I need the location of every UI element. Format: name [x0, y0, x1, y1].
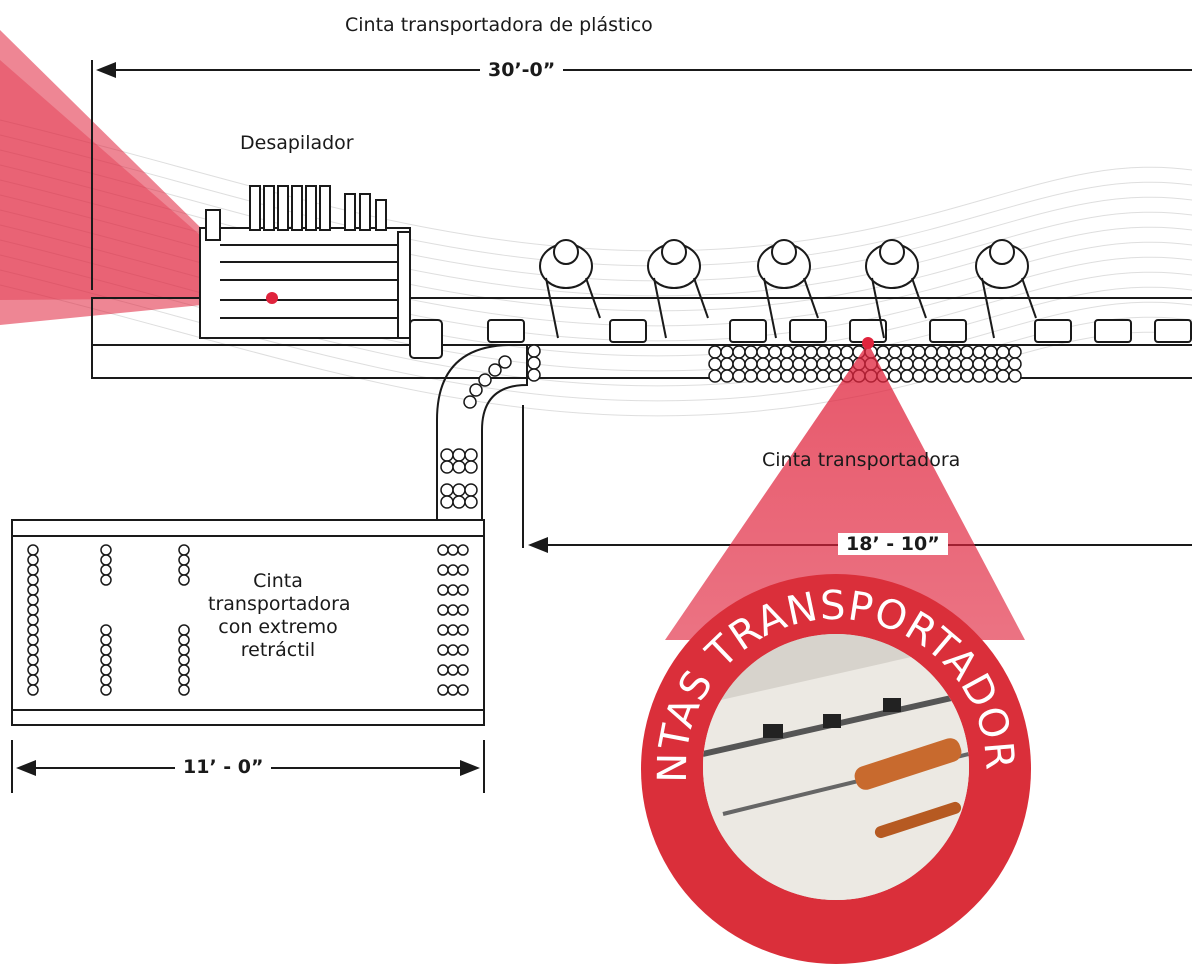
- overall-dimension-label: 30’-0”: [480, 59, 564, 81]
- retractable-label-line-3: con extremo: [218, 616, 338, 638]
- conveyors-badge: CINTAS TRANSPORTADORAS: [641, 574, 1031, 964]
- retractable-rolls: [27, 544, 469, 696]
- plastic-conveyor-label: Cinta transportadora de plástico: [345, 14, 653, 36]
- retractable-dimension-label: 11’ - 0”: [175, 756, 272, 778]
- crates: [409, 319, 1192, 359]
- conveyor-layout-diagram: [0, 30, 1192, 793]
- workers: [539, 239, 1037, 339]
- destacker-machine: [199, 185, 411, 339]
- retractable-label-line-2: transportadora: [208, 593, 351, 615]
- conveyor-dimension-label: 18’ - 10”: [838, 533, 948, 555]
- plastic-conveyor: [91, 297, 1192, 379]
- curved-transfer-conveyor: [436, 344, 528, 520]
- curve-rolls: [440, 344, 541, 509]
- retractable-label-line-4: retráctil: [240, 639, 316, 661]
- conveyor-marker: [862, 337, 874, 349]
- destacker-label: Desapilador: [240, 132, 354, 154]
- destacker-marker: [266, 292, 278, 304]
- product-rolls: [708, 345, 1022, 383]
- retractable-label-line-1: Cinta: [253, 570, 303, 592]
- badge-text: CINTAS TRANSPORTADORAS: [641, 574, 1022, 783]
- conveyor-highlight: [665, 343, 1025, 640]
- overall-dimension-line: [91, 60, 1192, 290]
- conveyor-label: Cinta transportadora: [762, 449, 961, 471]
- retractable-conveyor: [11, 519, 485, 726]
- retractable-conveyor-label: Cinta transportadora con extremo retráct…: [208, 570, 351, 662]
